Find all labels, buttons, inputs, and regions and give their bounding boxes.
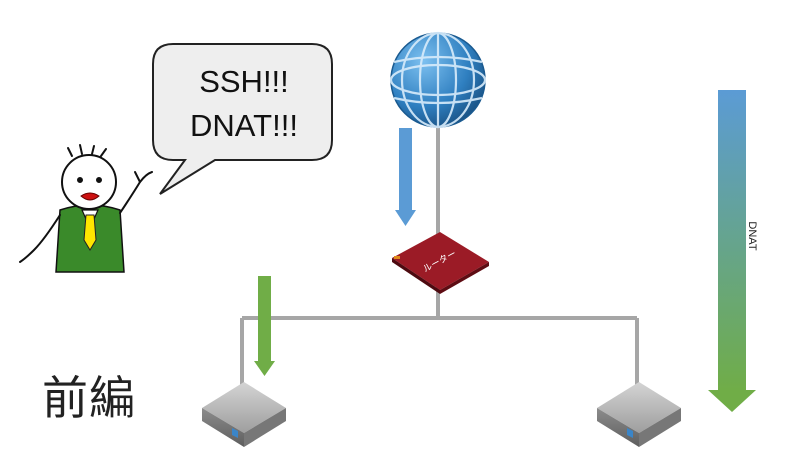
server-icon [202,382,286,447]
speech-line-dnat: DNAT!!! [190,108,298,143]
dnat-arrow: DNAT [708,90,758,412]
speech-bubble [152,43,333,195]
forward-green-arrow [254,276,275,376]
page-label: 前編 [42,371,136,425]
person-icon [19,144,153,273]
globe-icon [389,31,487,129]
speech-bubble-text: SSH!!! DNAT!!! [158,60,330,148]
speech-line-ssh: SSH!!! [199,64,289,99]
router-icon: ルーター [392,232,489,294]
dnat-arrow-label: DNAT [746,221,758,250]
inbound-blue-arrow [395,128,416,226]
server-icon [597,382,681,447]
